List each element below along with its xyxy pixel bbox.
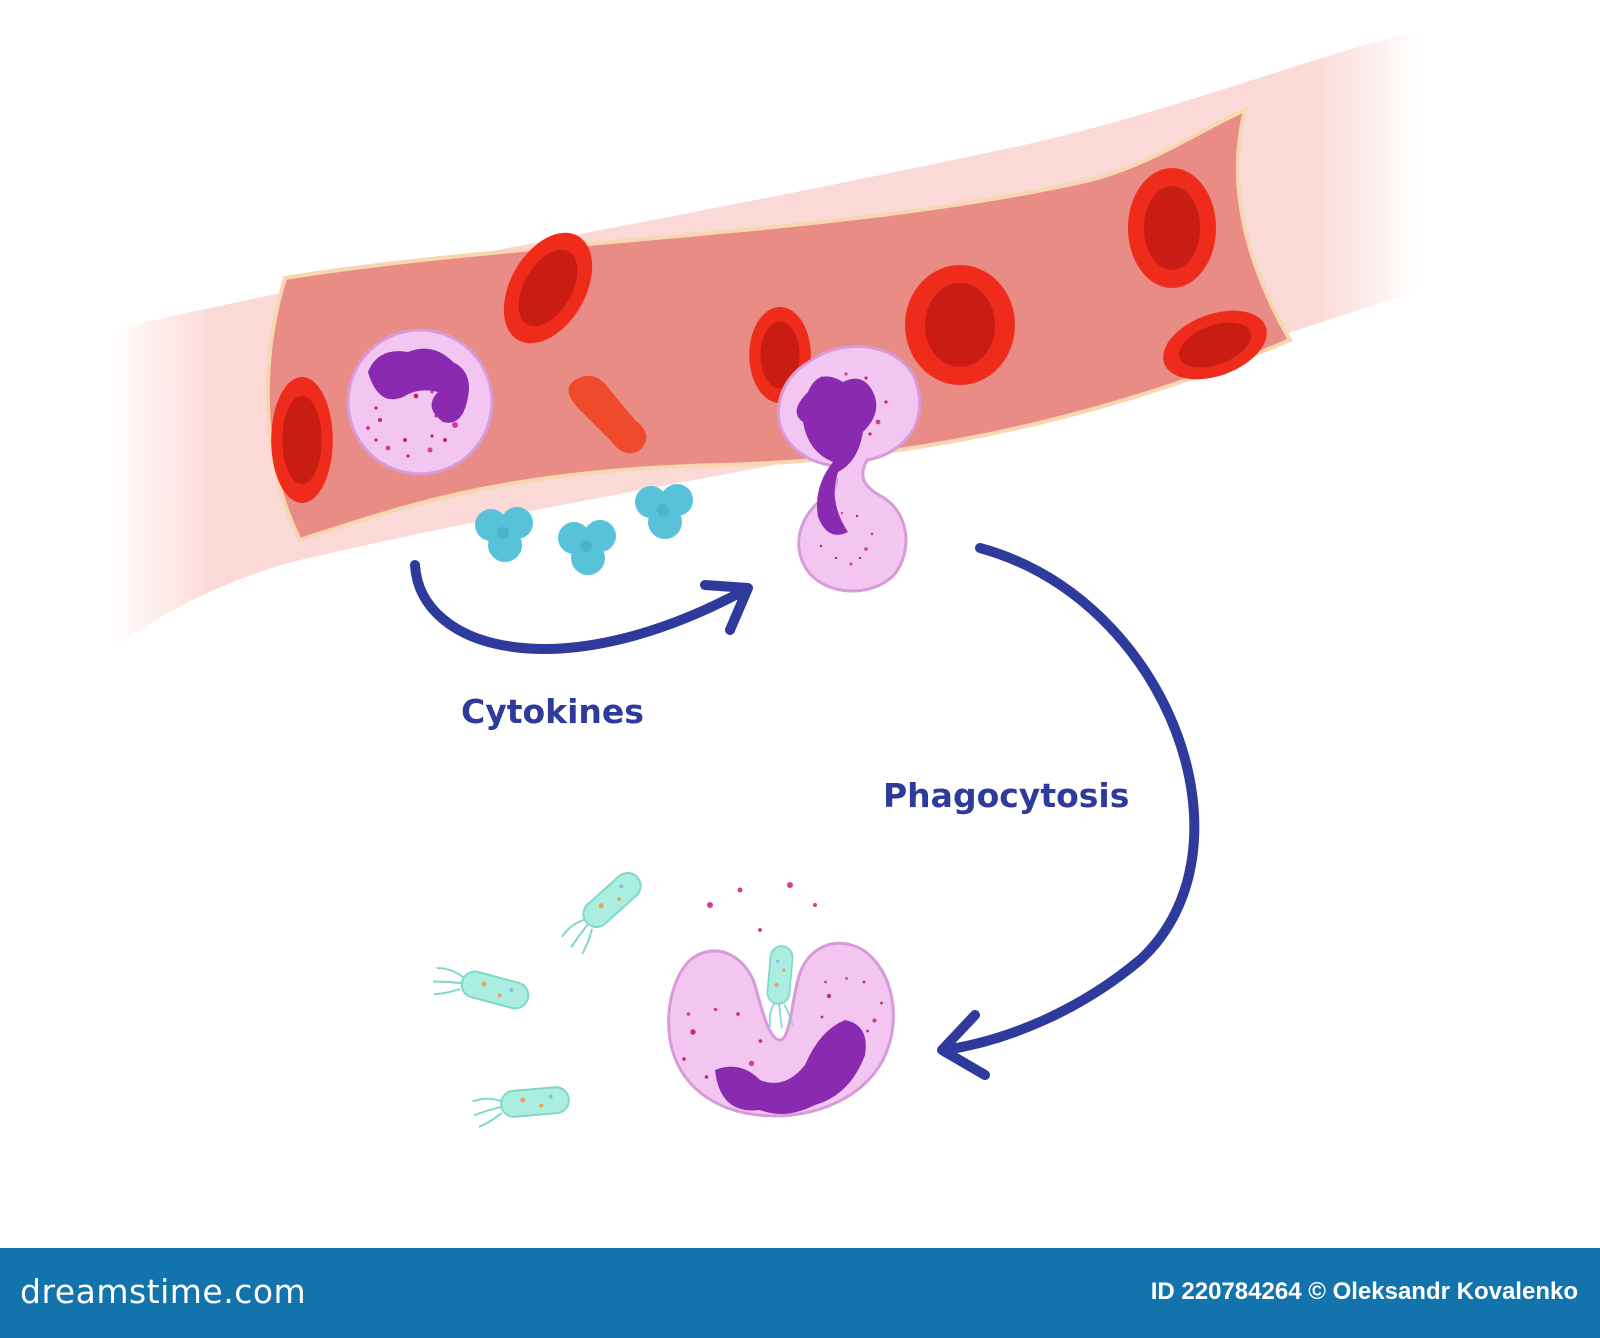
red-blood-cell: [271, 377, 333, 503]
phagocytosis-label: Phagocytosis: [883, 776, 1130, 815]
bacterium: [428, 960, 533, 1020]
diagram-canvas: Cytokines Phagocytosis: [110, 30, 1420, 1129]
cytokine: [475, 507, 533, 562]
neutrophil-phagocytosing: [667, 882, 895, 1118]
image-credit: ID 220784264 © Oleksandr Kovalenko: [1150, 1278, 1578, 1305]
red-blood-cell-squeezed: [568, 375, 647, 454]
red-blood-cell: [905, 265, 1015, 385]
neutrophil-in-vessel: [346, 328, 494, 476]
cytokines-label: Cytokines: [461, 692, 644, 731]
bacterium: [556, 866, 652, 958]
neutrophil-diapedesis: [776, 344, 921, 593]
red-blood-cell: [1128, 168, 1216, 288]
cytokine: [558, 520, 616, 575]
cytokines-arrow: [410, 560, 753, 654]
phagocytosis-arrow: [937, 543, 1200, 1080]
brand-watermark[interactable]: dreamstime.com: [20, 1272, 307, 1311]
cytokine: [635, 484, 693, 539]
inflammation-illustration: [110, 30, 1420, 1129]
bacterium: [471, 1085, 572, 1129]
footer-bar: dreamstime.com ID 220784264 © Oleksandr …: [0, 1248, 1600, 1338]
